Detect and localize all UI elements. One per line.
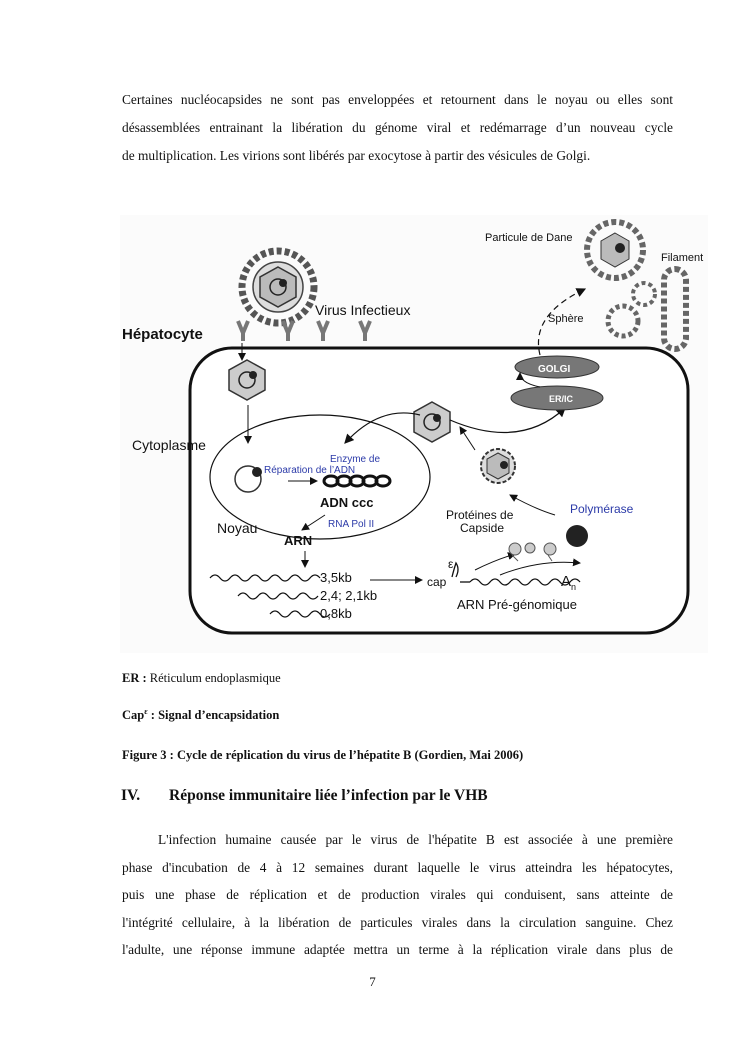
golgi-icon: GOLGI [514,355,600,379]
text-line: Certaines nucléocapsides ne sont pas env… [122,92,673,107]
infectious-virus-icon [238,247,318,327]
er-value: Réticulum endoplasmique [149,671,281,685]
mature-nucleocapsid-icon [413,401,451,443]
mrna-transcripts [209,574,331,618]
nucleocapsid-icon [228,359,266,401]
sphere-label: Sphère [548,313,583,325]
sphere-icons [605,281,657,339]
text-line: l'intégrité cellulaire, à la libération … [122,914,673,930]
hepatocyte-label: Hépatocyte [122,326,203,343]
golgi-label: GOLGI [538,364,570,375]
rna-label: ARN [284,533,312,548]
virus-label: Virus Infectieux [315,302,410,318]
text-line: désassemblées entrainant la libération d… [122,120,673,135]
enzyme-label: Enzyme de [330,454,380,465]
section-number: IV. [121,787,141,804]
cap-value: : Signal d’encapsidation [150,708,280,723]
polya-label: An [561,573,576,592]
text-line: l'adulte, une réponse immune adaptée met… [122,942,673,957]
cytoplasm-label: Cytoplasme [132,437,206,453]
cap-key: Cap [122,708,145,723]
cccdna-label: ADN ccc [320,495,373,510]
text-line: de multiplication. Les virions sont libé… [122,148,591,163]
text-line: phase d'incubation de 4 à 12 semaines du… [122,859,673,875]
pregenomic-rna-label: ARN Pré-génomique [457,597,577,612]
polymerase-icon [566,525,588,547]
cap-note: Capε : Signal d’encapsidation [122,707,279,723]
relaxed-circular-dna-icon [234,465,262,493]
epsilon-label: ε [448,557,454,571]
section-title: Réponse immunitaire liée l’infection par… [169,787,488,804]
polymerase-label: Polymérase [570,502,634,516]
er-key: ER : [122,671,147,685]
dane-particle-icon [584,219,646,281]
capsid-proteins-label: Protéines de [446,508,514,522]
filament-icon [661,266,689,352]
er-label: ER/IC [549,394,574,404]
nucleus-label: Noyau [217,520,257,536]
cccdna-icon [322,474,392,488]
page-number: 7 [369,974,376,989]
figure-caption: Figure 3 : Cycle de réplication du virus… [122,748,524,762]
filament-label: Filament [661,252,703,264]
er-note: ER : Réticulum endoplasmique [122,671,281,686]
dane-particle-label: Particule de Dane [485,232,572,244]
text-line: puis une phase de réplication et de prod… [122,887,673,902]
cap-label: cap [427,575,447,589]
transcript-2-4kb: 2,4; 2,1kb [320,588,377,603]
hbv-replication-diagram: Virus Infectieux Hépatocyte Cytoplasme E… [120,215,708,653]
rna-pol-label: RNA Pol II [328,519,374,530]
transcript-3-5kb: 3,5kb [320,570,352,585]
intro-paragraph: Certaines nucléocapsides ne sont pas env… [122,86,673,170]
body-paragraph: L'infection humaine causée par le virus … [122,826,673,964]
capsid-proteins-label-2: Capside [460,521,504,535]
nucleus-membrane [209,414,431,540]
transcript-0-8kb: 0,8kb [320,606,352,621]
assembling-capsid-icon [480,448,516,484]
receptor-icons [236,320,372,341]
section-heading: IV. Réponse immunitaire liée l’infection … [121,787,488,805]
er-icon: ER/IC [510,385,604,411]
cap-superscript: ε [144,707,148,716]
pregenomic-rna-icon [451,561,581,586]
capsid-protein-icons [508,542,557,562]
text-line: L'infection humaine causée par le virus … [158,832,673,847]
enzyme-label-2: Réparation de l’ADN [264,465,355,476]
